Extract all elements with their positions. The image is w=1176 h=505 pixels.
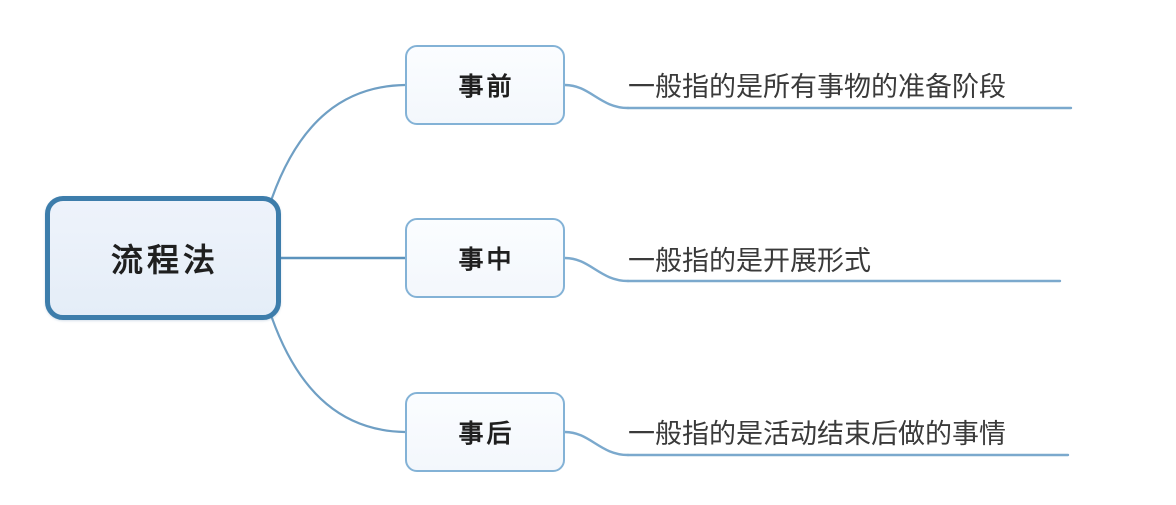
branch-node-0-label: 事前 bbox=[458, 72, 515, 101]
root-node-label: 流程法 bbox=[110, 241, 219, 279]
leaf-node-2[interactable]: 一般指的是活动结束后做的事情 bbox=[628, 413, 1006, 455]
leaf-node-2-text: 一般指的是活动结束后做的事情 bbox=[628, 418, 1006, 450]
branch-node-2[interactable]: 事后 bbox=[405, 392, 565, 472]
branch-node-1[interactable]: 事中 bbox=[405, 218, 565, 298]
connector-root-to-branch-0 bbox=[270, 83, 407, 200]
connector-branch-1-to-leaf-1 bbox=[563, 256, 630, 283]
connector-root-to-branch-2 bbox=[270, 316, 407, 434]
leaf-node-0[interactable]: 一般指的是所有事物的准备阶段 bbox=[628, 66, 1006, 108]
root-node[interactable]: 流程法 bbox=[45, 196, 281, 320]
connector-branch-2-to-leaf-2 bbox=[563, 430, 630, 457]
connector-branch-0-to-leaf-0 bbox=[563, 83, 630, 110]
leaf-node-0-text: 一般指的是所有事物的准备阶段 bbox=[628, 71, 1006, 103]
leaf-node-1[interactable]: 一般指的是开展形式 bbox=[628, 240, 871, 282]
branch-node-2-label: 事后 bbox=[458, 419, 515, 448]
branch-node-0[interactable]: 事前 bbox=[405, 45, 565, 125]
leaf-node-1-text: 一般指的是开展形式 bbox=[628, 245, 871, 277]
branch-node-1-label: 事中 bbox=[458, 245, 515, 274]
